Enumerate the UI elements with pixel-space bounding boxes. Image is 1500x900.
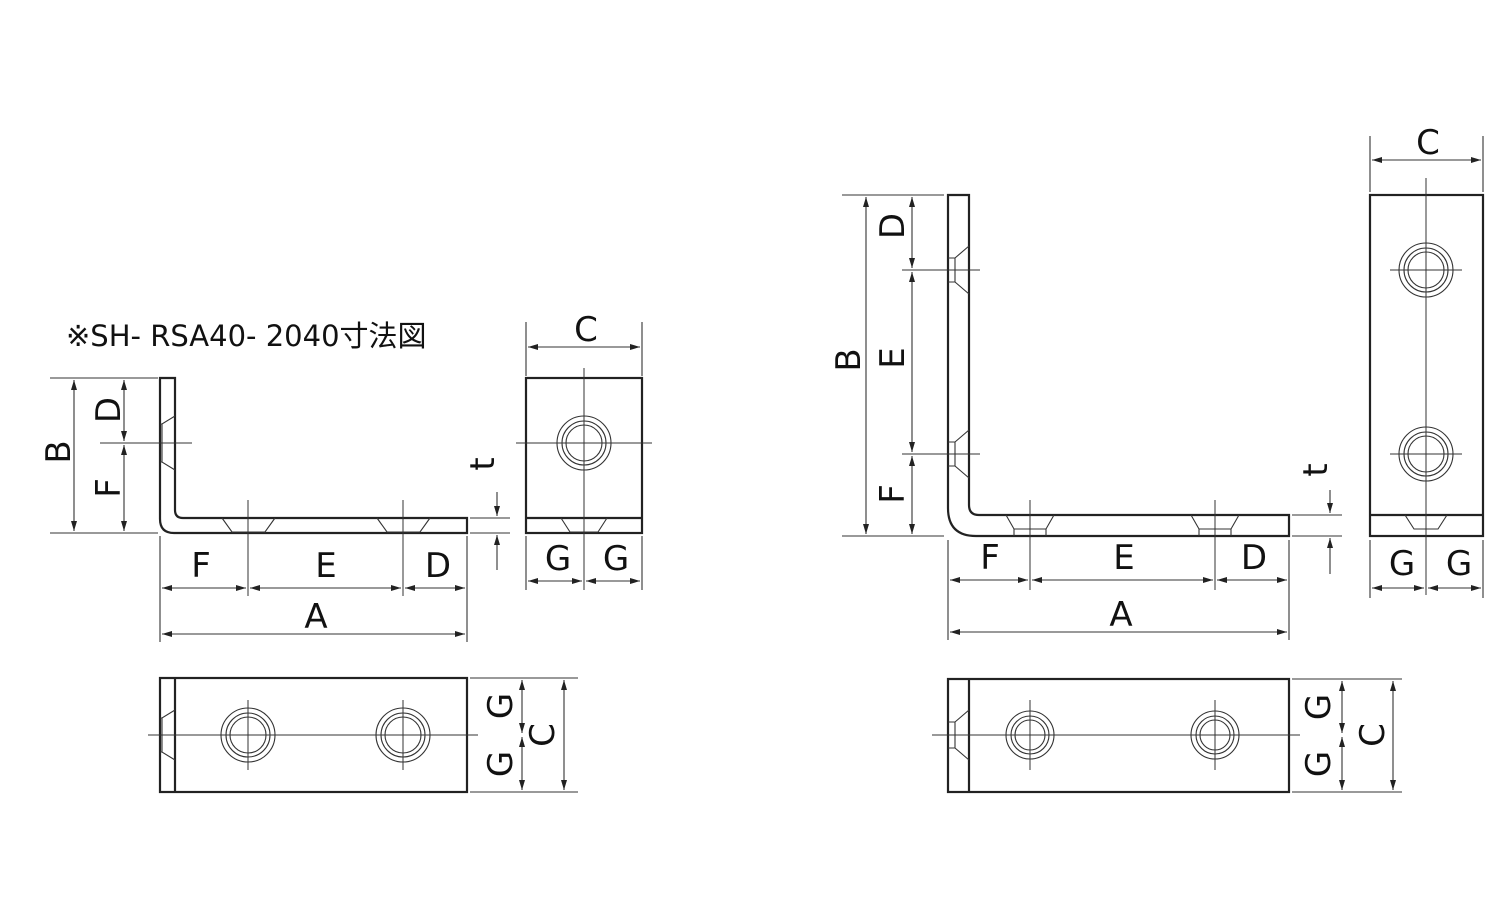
label-t: t: [1296, 463, 1336, 476]
label-E: E: [315, 546, 336, 586]
drawing-title: ※SH- RSA40- 2040寸法図: [66, 319, 427, 353]
small-bracket-top-view: G G C: [148, 676, 578, 794]
label-G: G: [1299, 751, 1339, 777]
label-C: C: [1353, 723, 1393, 747]
label-G: G: [1446, 544, 1472, 584]
large-bracket-front-view: B D E F F E D A t: [829, 193, 1342, 640]
label-F: F: [89, 478, 129, 498]
label-B: B: [829, 348, 869, 371]
label-A: A: [1109, 595, 1132, 635]
label-G: G: [1299, 694, 1339, 720]
label-G: G: [545, 539, 571, 579]
label-D: D: [89, 397, 129, 423]
label-C: C: [1416, 123, 1440, 163]
label-G: G: [1389, 544, 1415, 584]
label-F: F: [980, 538, 1000, 578]
large-bracket-views: B D E F F E D A t: [829, 123, 1485, 794]
large-bracket-side-view: C G G: [1368, 123, 1485, 598]
small-bracket-side-view: C G G: [516, 310, 652, 590]
label-t: t: [463, 457, 503, 470]
label-D: D: [873, 213, 913, 239]
label-C: C: [523, 723, 563, 747]
label-F: F: [873, 484, 913, 504]
label-D: D: [1241, 538, 1267, 578]
label-E: E: [1113, 538, 1134, 578]
label-D: D: [425, 546, 451, 586]
label-G: G: [603, 539, 629, 579]
label-G: G: [481, 693, 521, 719]
label-B: B: [39, 440, 79, 463]
small-bracket-views: B D F F E D A t: [39, 310, 652, 794]
label-F: F: [191, 546, 211, 586]
large-bracket-top-view: G G C: [932, 677, 1402, 794]
small-bracket-front-view: B D F F E D A t: [39, 376, 510, 642]
label-A: A: [304, 597, 327, 637]
label-E: E: [873, 347, 913, 368]
label-C: C: [574, 310, 598, 350]
label-G: G: [481, 751, 521, 777]
